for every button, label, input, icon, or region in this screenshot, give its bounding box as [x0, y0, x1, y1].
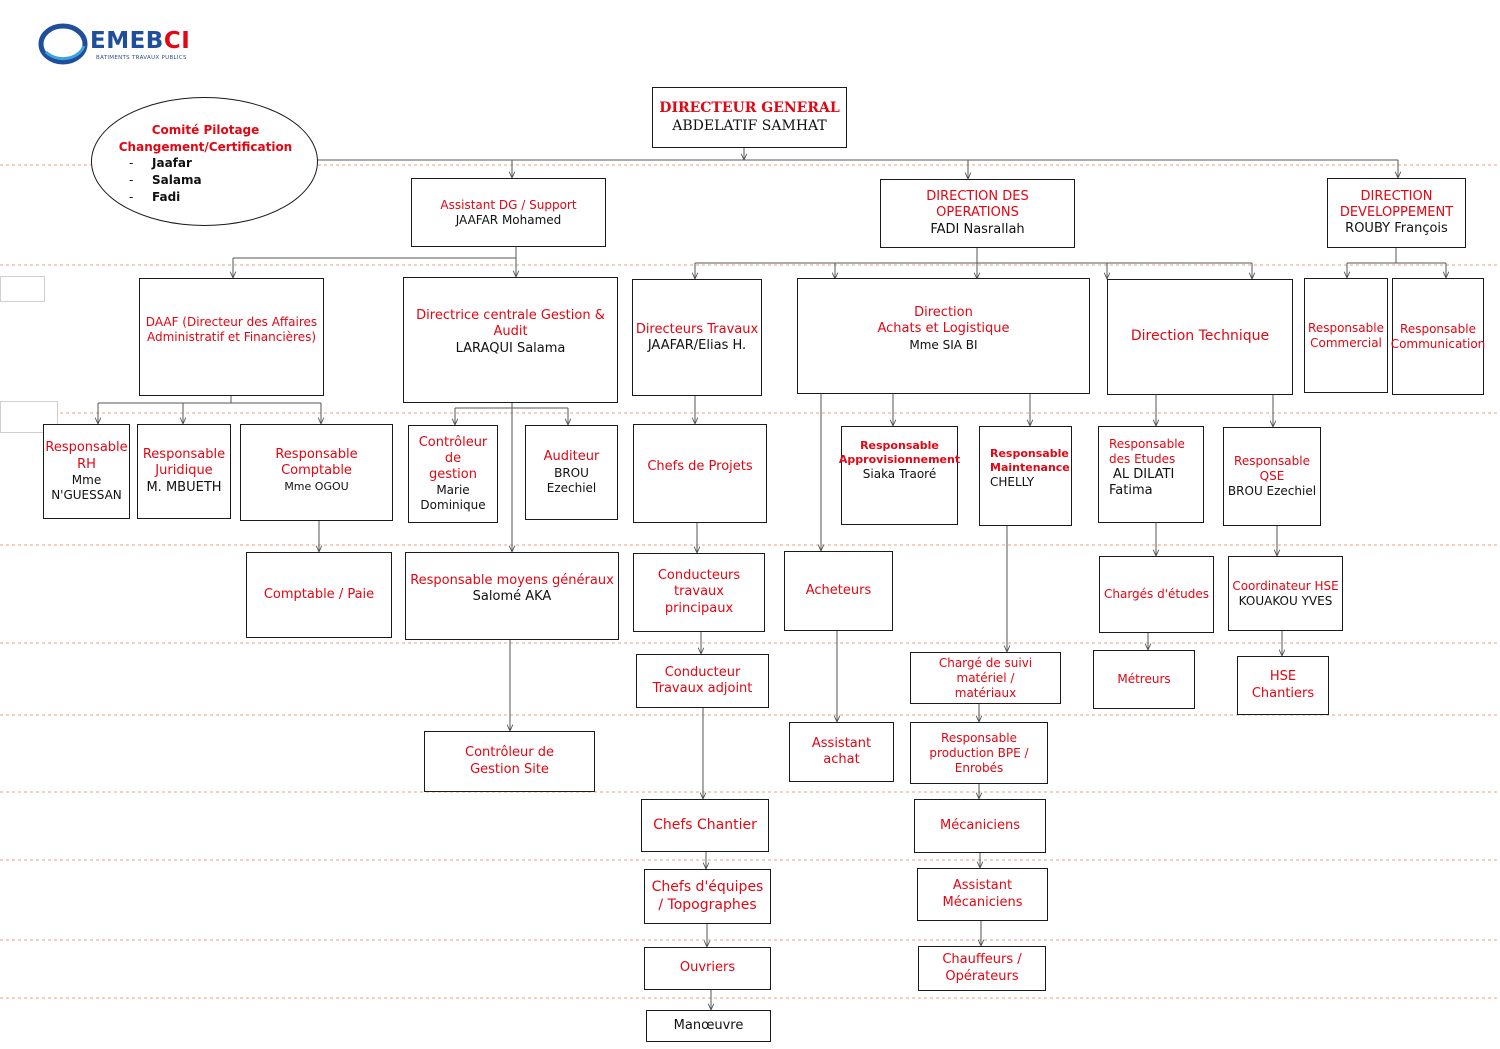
dir-achats-box: Direction Achats et Logistique Mme SIA B… — [797, 278, 1090, 394]
charge-suivi-box: Chargé de suivi matériel / matériaux — [910, 652, 1061, 704]
dir-operations-box: DIRECTION DES OPERATIONS FADI Nasrallah — [880, 179, 1075, 248]
connector-lines — [98, 148, 1446, 1010]
acheteurs-box: Acheteurs — [784, 551, 893, 631]
resp-appro-box: Responsable Approvisionnement Siaka Trao… — [839, 426, 960, 525]
chauffeurs-box: Chauffeurs / Opérateurs — [918, 946, 1046, 991]
mecaniciens-box: Mécaniciens — [914, 799, 1046, 853]
resp-etudes-box: Responsable des Etudes AL DILATI Fatima — [1098, 426, 1204, 523]
side-fragment-top — [0, 276, 45, 302]
pilot-committee-members: -Jaafar -Salama -Fadi — [129, 155, 202, 206]
emebci-logo: EMEBCI BATIMENTS TRAVAUX PUBLICS — [38, 22, 213, 66]
resp-juridique-box: Responsable Juridique M. MBUETH — [137, 424, 231, 519]
controleur-gestion-box: Contrôleur de gestion Marie Dominique — [408, 425, 498, 523]
coord-hse-box: Coordinateur HSE KOUAKOU YVES — [1228, 556, 1343, 631]
cond-principaux-box: Conducteurs travaux principaux — [633, 553, 765, 632]
ouvriers-box: Ouvriers — [644, 947, 771, 990]
metreurs-box: Métreurs — [1093, 650, 1195, 709]
resp-bpe-box: Responsable production BPE / Enrobés — [910, 722, 1048, 784]
logo-tagline: BATIMENTS TRAVAUX PUBLICS — [96, 55, 187, 61]
dir-gestion-audit-box: Directrice centrale Gestion & Audit LARA… — [403, 277, 618, 403]
pilot-committee-ellipse: Comité Pilotage Changement/Certification… — [91, 97, 318, 226]
member-item: -Salama — [129, 173, 202, 188]
pilot-committee-title: Comité Pilotage Changement/Certification — [118, 123, 293, 154]
assistant-achat-box: Assistant achat — [789, 722, 894, 782]
member-item: -Jaafar — [129, 156, 192, 170]
resp-communication-box: Responsable Communication — [1391, 278, 1485, 395]
resp-comptable-box: Responsable Comptable Mme OGOU — [240, 424, 393, 521]
resp-rh-box: Responsable RH Mme N'GUESSAN — [43, 424, 130, 519]
hse-chantiers-box: HSE Chantiers — [1237, 656, 1329, 715]
assistant-meca-box: Assistant Mécaniciens — [917, 868, 1048, 921]
resp-commercial-box: Responsable Commercial — [1304, 278, 1388, 393]
assistant-dg-box: Assistant DG / Support JAAFAR Mohamed — [411, 178, 606, 247]
resp-qse-box: Responsable QSE BROU Ezechiel — [1223, 427, 1321, 526]
chefs-chantier-box: Chefs Chantier — [641, 799, 769, 852]
comptable-paie-box: Comptable / Paie — [246, 552, 392, 638]
resp-moyens-box: Responsable moyens généraux Salomé AKA — [405, 552, 619, 640]
level-separators — [0, 164, 1500, 999]
chefs-projets-box: Chefs de Projets — [633, 424, 767, 523]
dir-travaux-box: Directeurs Travaux JAAFAR/Elias H. — [632, 279, 762, 396]
logo-ring-icon — [38, 23, 88, 65]
cond-adjoint-box: Conducteur Travaux adjoint — [636, 654, 769, 708]
manoeuvre-box: Manœuvre — [646, 1010, 771, 1042]
auditeur-box: Auditeur BROU Ezechiel — [525, 425, 618, 520]
resp-maintenance-box: Responsable Maintenance CHELLY — [979, 426, 1072, 526]
dir-dev-box: DIRECTION DEVELOPPEMENT ROUBY François — [1327, 178, 1466, 248]
ctrl-gestion-site-box: Contrôleur de Gestion Site — [424, 731, 595, 792]
side-fragment-bottom — [0, 401, 58, 433]
charges-etudes-box: Chargés d'études — [1099, 556, 1214, 633]
dir-technique-box: Direction Technique — [1107, 279, 1293, 395]
dg-box: DIRECTEUR GENERAL ABDELATIF SAMHAT — [652, 87, 847, 148]
chefs-equipes-box: Chefs d'équipes / Topographes — [644, 869, 771, 924]
logo-wordmark: EMEBCI — [90, 28, 191, 54]
daaf-box: DAAF (Directeur des Affaires Administrat… — [139, 278, 324, 396]
member-item: -Fadi — [129, 190, 181, 205]
